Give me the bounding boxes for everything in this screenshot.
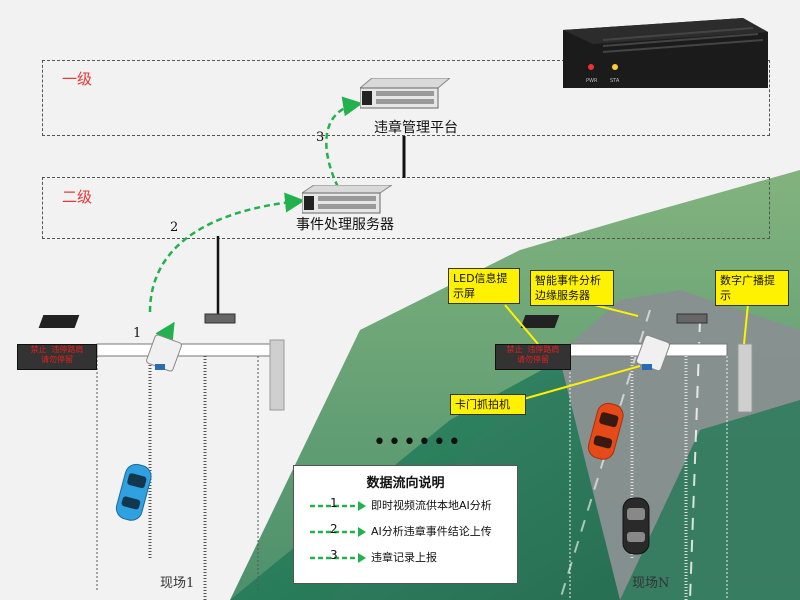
legend-text-3: 违章记录上报: [371, 551, 437, 564]
level1-label: 一级: [62, 70, 93, 88]
siteN-led-screen: 禁止 违停路肩 请勿停留: [495, 344, 571, 370]
level1-box: [42, 60, 770, 136]
site1-led-line1: 禁止 违停路肩: [30, 345, 84, 354]
level2-label: 二级: [62, 188, 93, 206]
legend-row-3: 3 违章记录上报: [308, 548, 508, 568]
siteN-label: 现场N: [632, 576, 670, 591]
callout-broadcast: 数字广播提示: [715, 270, 789, 306]
legend-box: 数据流向说明 1 即时视频流供本地AI分析 2 AI分析违章事件结论上传 3 违…: [293, 465, 518, 584]
device-led-sta: STA: [610, 78, 620, 84]
legend-arrow-3: [310, 553, 366, 563]
legend-arrow-1: [310, 501, 366, 511]
flow-label-2: 2: [170, 220, 179, 235]
flow-arrow-2: [148, 192, 305, 313]
event-server-label: 事件处理服务器: [296, 217, 394, 233]
legend-num-2: 2: [330, 522, 338, 536]
siteN-led-line1: 禁止 违停路肩: [506, 345, 560, 354]
legend-title: 数据流向说明: [366, 476, 445, 491]
legend-text-1: 即时视频流供本地AI分析: [371, 499, 492, 512]
site1-led-line2: 请勿停留: [41, 355, 73, 364]
legend-text-2: AI分析违章事件结论上传: [371, 525, 492, 538]
callout-led-screen: LED信息提示屏: [448, 268, 520, 304]
platform-server-icon: [360, 78, 450, 109]
callout-edge-server: 智能事件分析边缘服务器: [530, 270, 614, 306]
legend-row-1: 1 即时视频流供本地AI分析: [308, 496, 508, 516]
flow-label-3: 3: [316, 130, 325, 145]
flow-arrow-3: [325, 96, 363, 188]
callout-camera: 卡门抓拍机: [450, 394, 526, 415]
edge-server-device-image: PWR STA: [563, 18, 768, 88]
site1-led-screen: 禁止 违停路肩 请勿停留: [17, 344, 97, 370]
device-led-pwr: PWR: [586, 78, 598, 84]
flow-label-1: 1: [133, 326, 142, 341]
ellipsis: ••••••: [373, 430, 463, 455]
level2-box: [42, 177, 770, 239]
legend-row-2: 2 AI分析违章事件结论上传: [308, 522, 508, 542]
event-server-icon: [302, 185, 392, 214]
legend-arrow-2: [310, 527, 366, 537]
legend-num-3: 3: [330, 548, 338, 562]
site1-label: 现场1: [160, 576, 195, 591]
platform-label: 违章管理平台: [374, 120, 458, 136]
siteN-led-line2: 请勿停留: [517, 355, 549, 364]
legend-num-1: 1: [330, 496, 338, 510]
